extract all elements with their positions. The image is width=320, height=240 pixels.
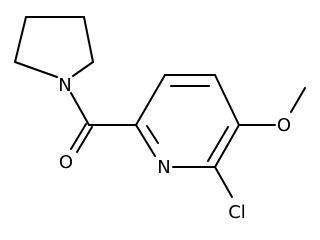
bond-pyrrolidine-c2-c3 [83,16,94,63]
carbonyl-oxygen-label: O [59,152,73,173]
bond-pyrrolidine-c3-n [72,61,94,77]
bond-pyrrolidine-c4-c1 [14,16,27,63]
bond-carbonyl-double-1 [70,123,87,150]
bond-n-carbonyl-c [70,92,90,126]
pyrrolidine-ring [14,16,94,78]
bond-c2-chlorine [214,166,233,198]
bond-methoxy-o-ch3 [290,87,306,113]
chemical-structure-diagram: N O N Cl O [14,16,306,223]
bond-carbonyl-double-2 [76,126,93,153]
bond-pyridine-n-c6-inner [146,125,159,144]
pyridine-nitrogen-label: N [157,157,170,178]
methoxy-oxygen-label: O [277,115,291,136]
bond-pyridine-c4-c3 [214,74,240,126]
bond-pyridine-c3-c2-inner [207,126,229,162]
bond-pyridine-n-c6 [135,124,156,157]
substituents [214,87,306,198]
pyrrolidine-nitrogen-label: N [58,75,71,96]
bond-pyridine-c6-c5 [135,74,166,126]
pyridine-ring [135,74,240,168]
chlorine-label: Cl [228,202,246,223]
amide-linkage [70,92,137,153]
bond-pyridine-c3-c2 [214,124,240,168]
bond-pyrrolidine-n-c4 [14,61,58,78]
